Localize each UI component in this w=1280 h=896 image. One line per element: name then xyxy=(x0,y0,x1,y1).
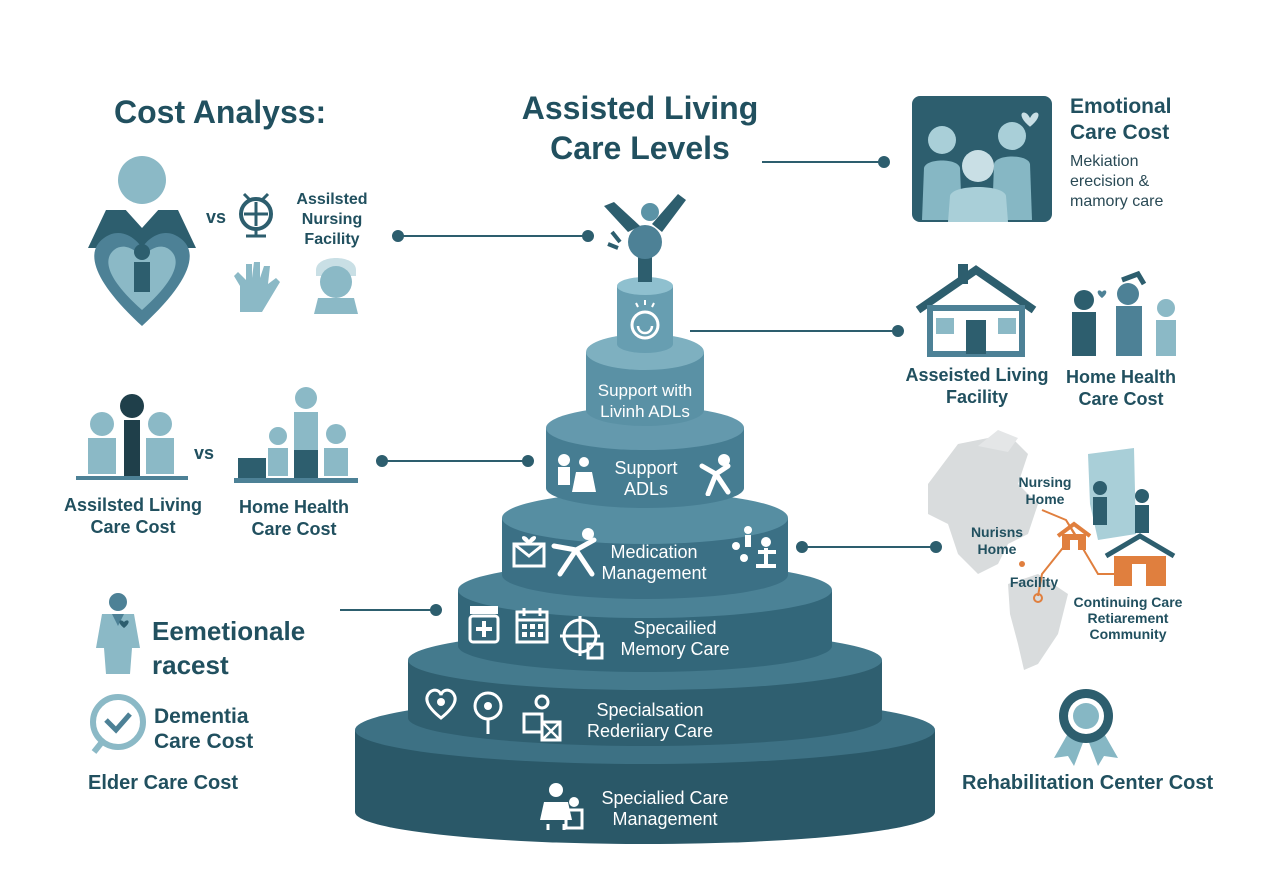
center-title: Assisted Living Care Levels xyxy=(521,90,759,166)
award-ribbon-icon xyxy=(1054,689,1118,766)
caregiver-assist-icon xyxy=(558,454,596,492)
heart-icon xyxy=(425,688,457,720)
envelope-heart-icon xyxy=(512,536,546,568)
dementia-check-icon xyxy=(90,694,146,754)
home-health-family-icon xyxy=(1072,270,1176,356)
assisted-living-people-icon xyxy=(76,394,188,480)
pyramid-tier-top xyxy=(617,277,673,353)
medicine-bottle-icon xyxy=(468,606,500,644)
home-health-people-icon xyxy=(234,387,358,483)
location-pin-icon xyxy=(473,691,503,734)
nursing-clock-icon xyxy=(239,192,273,238)
trophy-figure-icon xyxy=(604,194,686,282)
vs-label-1: vs xyxy=(206,207,227,227)
care-document-icon xyxy=(522,694,562,742)
elder-care-cost-label: Elder Care Cost xyxy=(88,772,239,794)
target-crosshair-icon xyxy=(560,616,604,660)
ccrc-marker xyxy=(1104,533,1176,586)
medication-person-icon xyxy=(551,528,597,577)
assisted-living-house-icon xyxy=(915,264,1037,357)
pyramid-tier-4 xyxy=(502,492,788,599)
nurse-face-icon xyxy=(314,258,358,314)
nursing-home-marker xyxy=(1056,521,1092,550)
vs-label-2: vs xyxy=(194,443,215,463)
doctor-person-icon xyxy=(96,593,140,674)
active-person-icon xyxy=(699,454,731,496)
facility-map xyxy=(928,430,1176,670)
rehabilitation-cost-label: Rehabilitation Center Cost xyxy=(962,772,1214,794)
group-activity-icon xyxy=(732,526,776,568)
cost-analysis-heading: Cost Analyss: xyxy=(114,94,327,130)
caregiver-elder-icon xyxy=(540,783,584,830)
hand-icon xyxy=(234,262,280,312)
care-levels-pyramid xyxy=(355,277,935,844)
caregiver-heart-icon xyxy=(88,156,196,326)
calendar-icon xyxy=(515,608,549,644)
map-facility-label: Facility xyxy=(1009,574,1059,590)
family-portrait-card xyxy=(912,96,1052,222)
